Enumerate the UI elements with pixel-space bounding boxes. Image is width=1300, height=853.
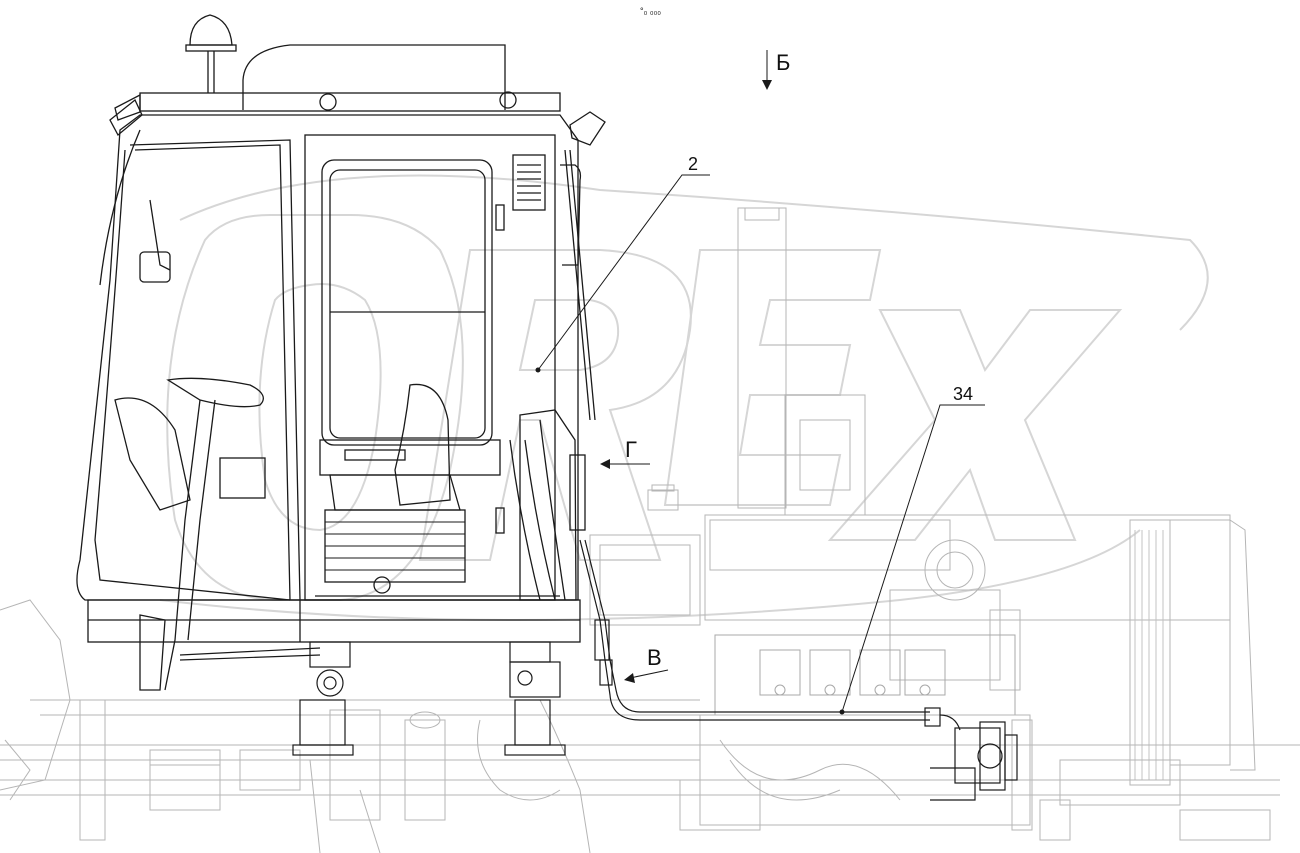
callout-2-label: 2 [688, 154, 698, 174]
operator-cab [76, 14, 606, 691]
cab-mounts [179, 539, 1018, 801]
view-v-label: В [647, 645, 662, 670]
view-b-label: Б [776, 50, 790, 75]
background-machinery [0, 207, 1300, 853]
top-mark: °₀ ₀₀₀ [640, 6, 661, 16]
callout-34-label: 34 [953, 384, 973, 404]
watermark-logo [159, 174, 1209, 621]
view-g-label: Г [625, 437, 637, 462]
callout-leaders [537, 50, 985, 713]
arrow-heads [535, 80, 845, 715]
